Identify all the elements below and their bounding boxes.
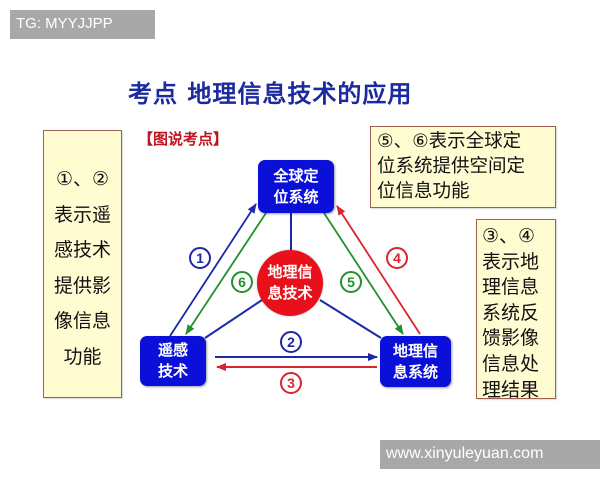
note-line: 感技术 — [53, 239, 111, 261]
arrow-label-1: 1 — [189, 247, 211, 269]
note-line: 信息处 — [482, 352, 540, 375]
arrow-1 — [169, 203, 257, 337]
node-label: 地理信 — [392, 341, 438, 360]
node-label: 位系统 — [273, 187, 319, 206]
arrow-label-6: 6 — [231, 271, 253, 293]
arrow-label-4: 4 — [386, 247, 408, 269]
arrow-5 — [323, 212, 404, 335]
node-gps: 全球定 位系统 — [258, 160, 334, 213]
node-gis: 地理信 息系统 — [380, 336, 451, 387]
spoke-line-gis — [319, 299, 382, 339]
note-line: 表示地 — [482, 250, 540, 273]
note-line: 系统反 — [482, 301, 540, 324]
node-remote-sensing: 遥感 技术 — [140, 336, 206, 386]
node-label: 遥感 — [157, 341, 188, 359]
node-label: 息技术 — [267, 284, 313, 302]
arrow-label-3: 3 — [280, 372, 302, 394]
note-line: ③、④ — [482, 225, 536, 247]
watermark-bottom-right: www.xinyuleyuan.com — [380, 440, 600, 469]
arrow-4 — [336, 205, 421, 335]
note-line: 位信息功能 — [377, 181, 470, 202]
note-line: 像信息 — [53, 310, 111, 332]
node-label: 技术 — [157, 362, 188, 380]
note-line: 位系统提供空间定 — [377, 156, 526, 177]
section-label: 【图说考点】 — [138, 130, 229, 148]
node-label: 全球定 — [273, 166, 319, 185]
watermark-top-left: TG: MYYJJPP — [10, 10, 155, 39]
note-right-gis: ③、④ 表示地 理信息 系统反 馈影像 信息处 理结果 — [476, 219, 556, 401]
arrow-6 — [185, 212, 267, 335]
note-line: 表示遥 — [53, 203, 111, 226]
node-label: 息系统 — [392, 362, 438, 381]
arrow-label-2: 2 — [280, 331, 302, 353]
node-center-geo-info-tech: 地理信 息技术 — [257, 250, 323, 316]
note-left-remote-sensing: ①、② 表示遥 感技术 提供影 像信息 功能 — [43, 130, 122, 398]
note-line: 理信息 — [482, 276, 540, 299]
arrow-label-5: 5 — [340, 271, 362, 293]
note-line: ⑤、⑥表示全球定 — [377, 131, 522, 152]
note-top-right-gps: ⑤、⑥表示全球定 位系统提供空间定 位信息功能 — [370, 126, 556, 208]
spoke-line-rs — [204, 299, 263, 339]
note-line: 提供影 — [53, 274, 111, 297]
note-line: 功能 — [63, 345, 102, 368]
note-line: 理结果 — [482, 378, 540, 401]
note-line: 馈影像 — [482, 327, 540, 350]
page-title: 考点 地理信息技术的应用 — [128, 80, 413, 108]
node-label: 地理信 — [267, 263, 313, 281]
note-line: ①、② — [55, 168, 110, 190]
